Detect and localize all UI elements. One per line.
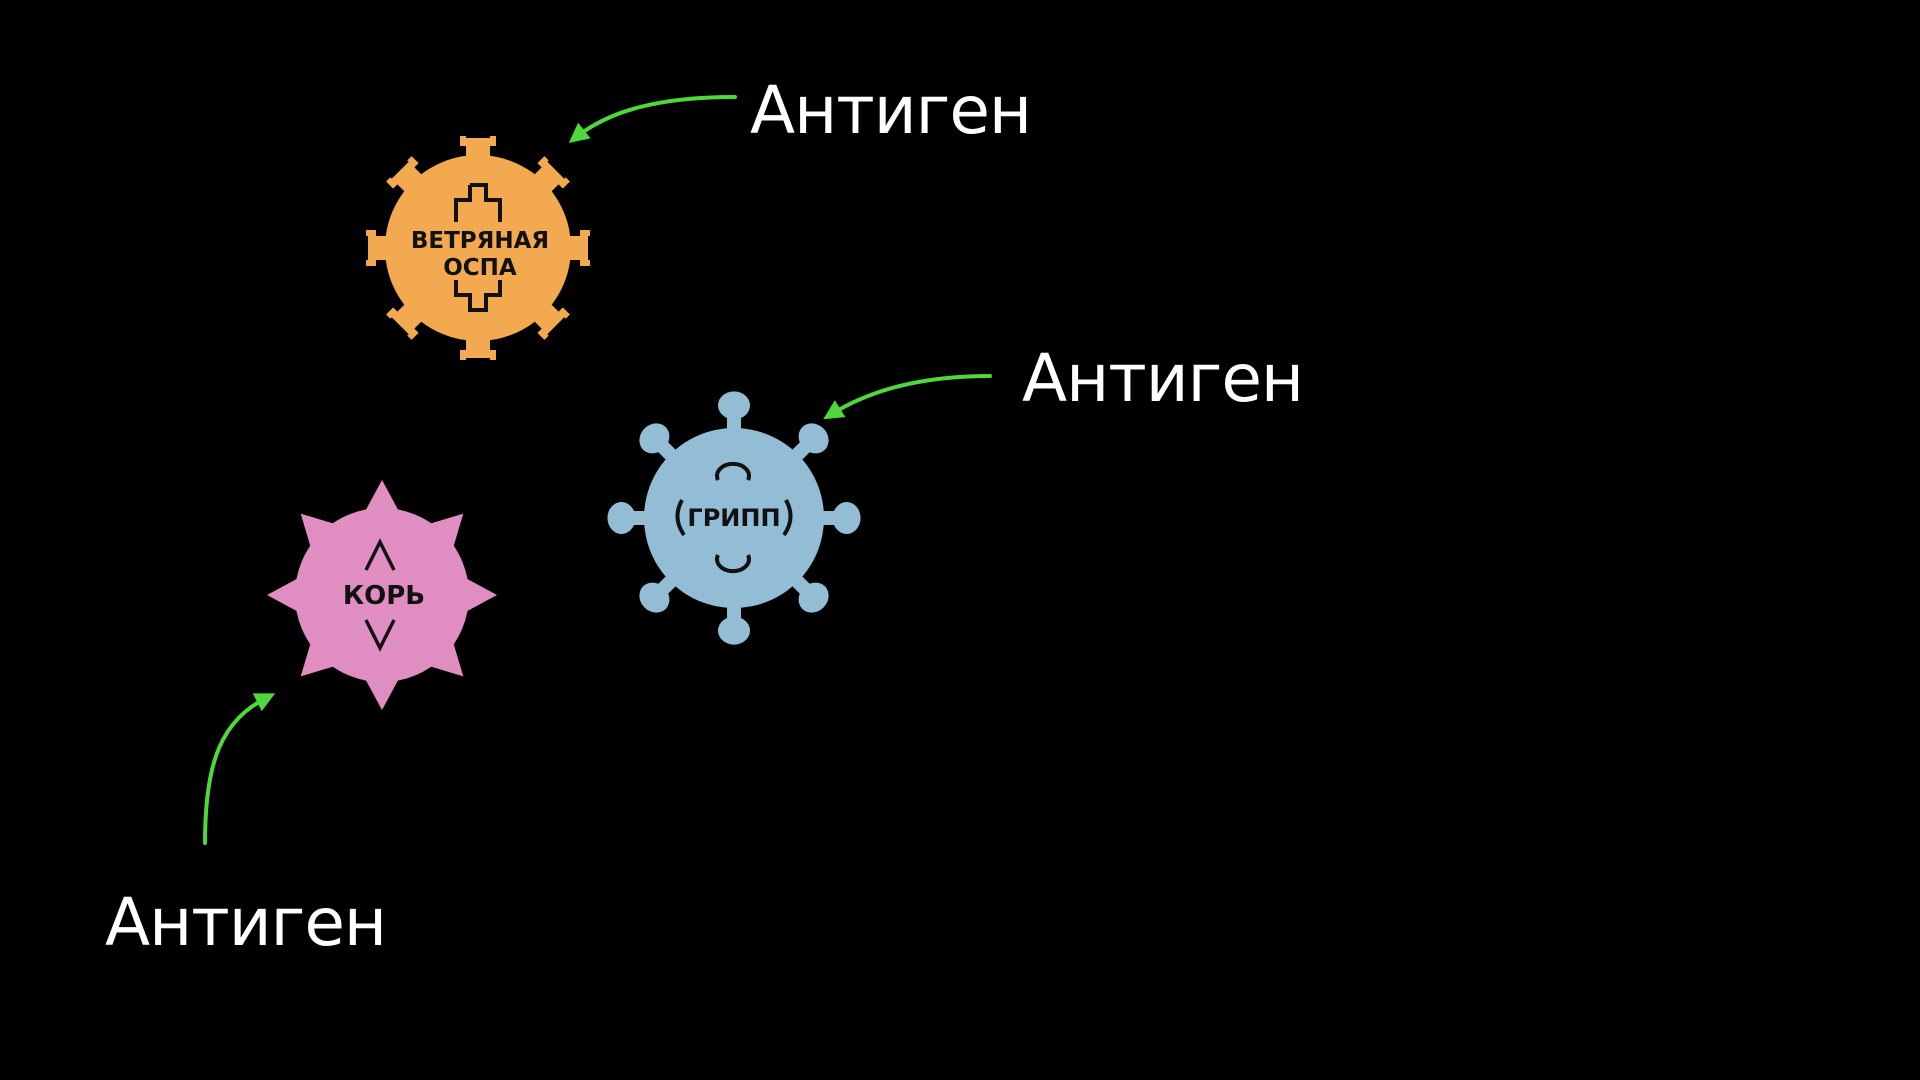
varicella-label-line2: ОСПА xyxy=(443,255,517,281)
measles-virus-icon: КОРЬ xyxy=(267,480,497,710)
virus-spike xyxy=(788,572,829,613)
virus-spike xyxy=(718,391,750,434)
virus-spike xyxy=(362,480,402,517)
virus-spike xyxy=(267,575,304,615)
virus-spike xyxy=(566,230,590,266)
virus-spike xyxy=(639,572,680,613)
flu-virus-icon: ГРИПП xyxy=(607,391,861,645)
virus-spike xyxy=(788,423,829,464)
antigen-label-measles: Антиген xyxy=(105,884,387,961)
antigen-label-flu: Антиген xyxy=(1022,340,1304,417)
virus-spike xyxy=(639,423,680,464)
virus-spike xyxy=(718,602,750,645)
virus-spike xyxy=(460,136,496,160)
virus-spike xyxy=(362,673,402,710)
virus-spike xyxy=(818,502,861,534)
virus-spike xyxy=(366,230,390,266)
arrow-to-flu xyxy=(823,374,992,420)
virus-spike xyxy=(607,502,650,534)
arrow-to-varicella xyxy=(568,95,737,143)
varicella-virus-icon: ВЕТРЯНАЯ ОСПА xyxy=(366,136,590,360)
arrow-to-measles xyxy=(203,693,276,845)
measles-label: КОРЬ xyxy=(343,581,425,611)
antigen-label-varicella: Антиген xyxy=(750,72,1032,149)
virus-spike xyxy=(460,336,496,360)
flu-label: ГРИПП xyxy=(687,504,780,532)
varicella-label-line1: ВЕТРЯНАЯ xyxy=(411,228,549,254)
virus-spike xyxy=(460,575,497,615)
